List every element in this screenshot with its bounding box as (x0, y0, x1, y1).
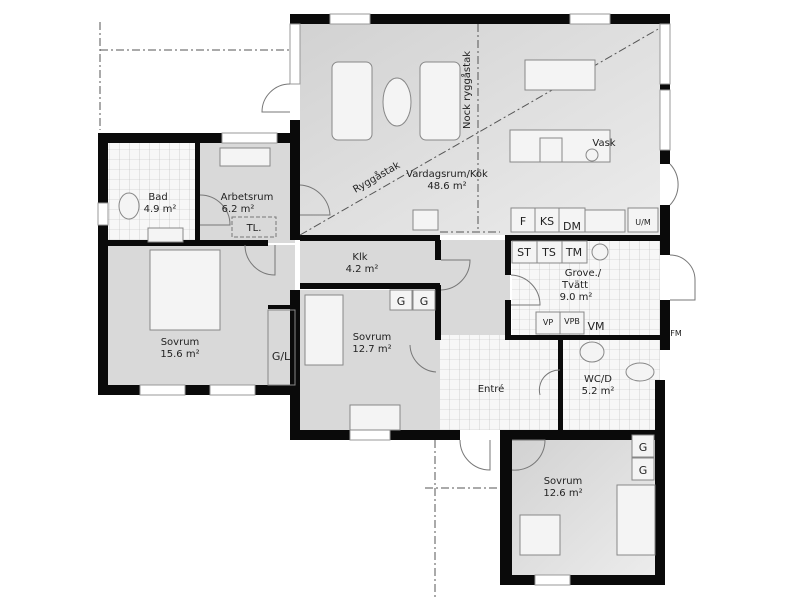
svg-text:12.7 m²: 12.7 m² (352, 344, 391, 355)
washbasin-icon (147, 227, 184, 243)
svg-text:9.0 m²: 9.0 m² (560, 292, 593, 303)
svg-text:U/M: U/M (635, 218, 651, 227)
floor-wcd (562, 338, 660, 430)
dining-table (524, 59, 596, 91)
sink-icon (585, 148, 599, 162)
desk (219, 147, 271, 167)
svg-text:FM: FM (670, 329, 682, 338)
furniture (118, 59, 656, 556)
svg-text:Nock ryggåstak: Nock ryggåstak (460, 51, 473, 129)
svg-text:F: F (520, 215, 526, 228)
site-guide-lines (99, 22, 500, 600)
toilet-icon (625, 362, 655, 382)
svg-text:VM: VM (587, 320, 604, 333)
laundry-sink-icon (591, 243, 609, 261)
svg-text:TL.: TL. (246, 223, 262, 234)
double-bed (149, 249, 221, 331)
wardrobes: G G G G G/L (267, 289, 655, 481)
svg-text:KS: KS (540, 215, 554, 228)
svg-text:Arbetsrum: Arbetsrum (221, 192, 274, 203)
svg-text:TS: TS (541, 246, 556, 259)
svg-text:G: G (639, 464, 648, 477)
svg-text:Sovrum: Sovrum (353, 332, 392, 343)
svg-text:Bad: Bad (148, 192, 167, 203)
svg-text:Sovrum: Sovrum (161, 337, 200, 348)
floor-klk (300, 240, 440, 285)
svg-text:TM: TM (565, 246, 582, 259)
svg-text:12.6 m²: 12.6 m² (543, 488, 582, 499)
stove-icon (539, 137, 563, 163)
sofa (331, 61, 373, 141)
single-bed (304, 294, 344, 366)
svg-text:4.9 m²: 4.9 m² (144, 204, 177, 215)
desk (519, 514, 561, 556)
kitchen-sink-icon (584, 209, 626, 233)
sofa (419, 61, 461, 141)
floor-bad (108, 143, 195, 243)
svg-text:Klk: Klk (352, 252, 367, 263)
appliance-kitchen: F KS DM U/M (510, 207, 659, 233)
floor-entre (440, 335, 560, 430)
svg-text:G: G (397, 295, 406, 308)
fireplace-icon (412, 209, 439, 231)
svg-text:Entré: Entré (478, 383, 505, 395)
svg-text:5.2 m²: 5.2 m² (582, 386, 615, 397)
toilet-icon (118, 192, 140, 220)
svg-text:6.2 m²: 6.2 m² (222, 204, 255, 215)
svg-text:Sovrum: Sovrum (544, 476, 583, 487)
appliance-laundry: ST TS TM VP VPB VM (511, 240, 605, 335)
svg-text:48.6 m²: 48.6 m² (427, 181, 466, 192)
svg-text:WC/D: WC/D (584, 374, 612, 385)
svg-text:4.2 m²: 4.2 m² (346, 264, 379, 275)
svg-text:VP: VP (543, 318, 553, 327)
svg-text:VPB: VPB (564, 317, 580, 326)
svg-text:Vask: Vask (592, 138, 615, 149)
single-bed (616, 484, 656, 556)
svg-text:15.6 m²: 15.6 m² (160, 349, 199, 360)
floor-hall (440, 240, 510, 335)
washbasin-icon (579, 341, 605, 363)
svg-text:G: G (420, 295, 429, 308)
svg-text:Vardagsrum/Kök: Vardagsrum/Kök (406, 169, 488, 180)
doors (199, 83, 696, 471)
svg-text:Grove./: Grove./ (565, 268, 602, 279)
roof-lines (299, 24, 661, 236)
svg-text:ST: ST (517, 246, 531, 259)
desk (349, 404, 401, 431)
svg-text:G/L: G/L (272, 350, 291, 363)
svg-text:DM: DM (563, 220, 581, 233)
svg-text:G: G (639, 441, 648, 454)
coffee-table (382, 77, 412, 127)
svg-text:Tvätt: Tvätt (561, 280, 588, 291)
